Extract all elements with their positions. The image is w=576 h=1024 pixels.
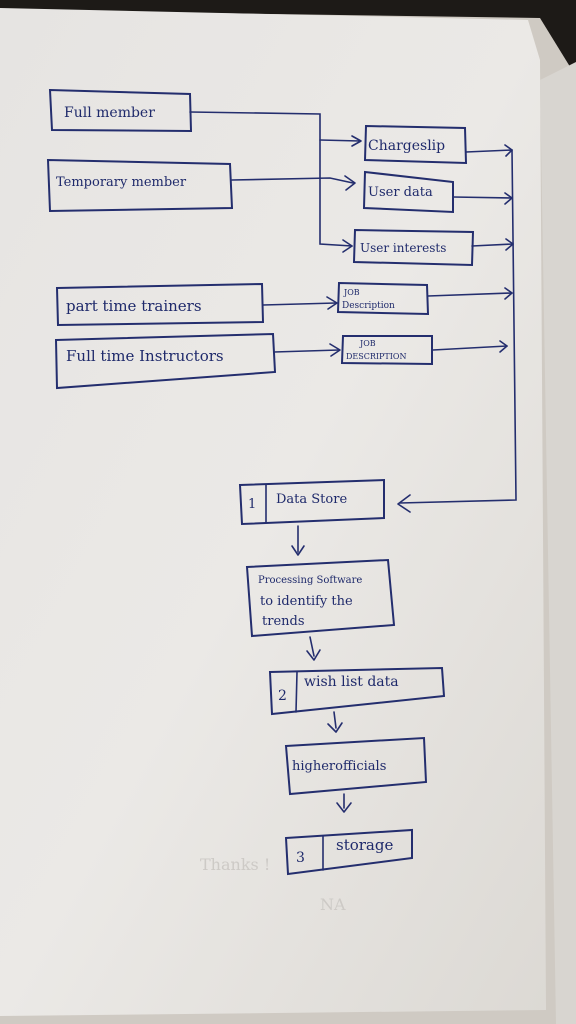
source-full-member: Full member <box>48 88 193 133</box>
source-label: Full time Instructors <box>66 347 224 365</box>
arrow-to-wishlist <box>309 636 315 657</box>
output-job-description-2: JOB DESCRIPTION <box>340 335 433 366</box>
source-temporary-member: Temporary member <box>46 158 234 213</box>
output-label: Chargeslip <box>368 138 445 154</box>
data-store-number: 1 <box>248 497 256 512</box>
source-full-time-instructors: Full time Instructors <box>54 332 277 390</box>
output-label: User data <box>368 185 433 200</box>
storage-label: storage <box>336 836 393 854</box>
output-user-data: User data <box>362 170 454 214</box>
output-label-line2: Description <box>342 301 395 311</box>
officials-label: higherofficials <box>292 759 386 774</box>
processing-line2: to identify the <box>260 594 353 609</box>
source-label: part time trainers <box>66 297 202 315</box>
data-store-label: Data Store <box>276 492 347 507</box>
source-label: Full member <box>64 105 155 121</box>
connectors <box>189 111 517 513</box>
wish-list-label: wish list data <box>304 674 399 690</box>
processing-line1: Processing Software <box>258 575 362 586</box>
svg-text:Thanks !: Thanks ! <box>200 855 270 874</box>
processing-box: Processing Software to identify the tren… <box>245 558 396 638</box>
output-user-interests: User interests <box>352 228 475 267</box>
source-part-time-trainers: part time trainers <box>55 282 265 327</box>
storage-store: 3 storage <box>284 828 413 876</box>
data-store: 1 Data Store <box>238 478 385 526</box>
output-job-description-1: JOB Description <box>336 281 430 316</box>
svg-text:NA: NA <box>320 895 346 914</box>
output-label-line2: DESCRIPTION <box>346 352 406 361</box>
source-label: Temporary member <box>56 175 187 190</box>
output-label-line1: JOB <box>343 288 360 297</box>
higher-officials-box: higherofficials <box>284 736 428 796</box>
output-chargeslip: Chargeslip <box>363 124 468 165</box>
storage-number: 3 <box>296 850 305 866</box>
arrow-to-officials <box>333 711 337 729</box>
wish-list-store: 2 wish list data <box>268 666 446 716</box>
output-label-line1: JOB <box>359 339 376 348</box>
processing-line3: trends <box>262 614 305 629</box>
output-label: User interests <box>360 241 446 255</box>
wish-list-number: 2 <box>278 688 287 704</box>
